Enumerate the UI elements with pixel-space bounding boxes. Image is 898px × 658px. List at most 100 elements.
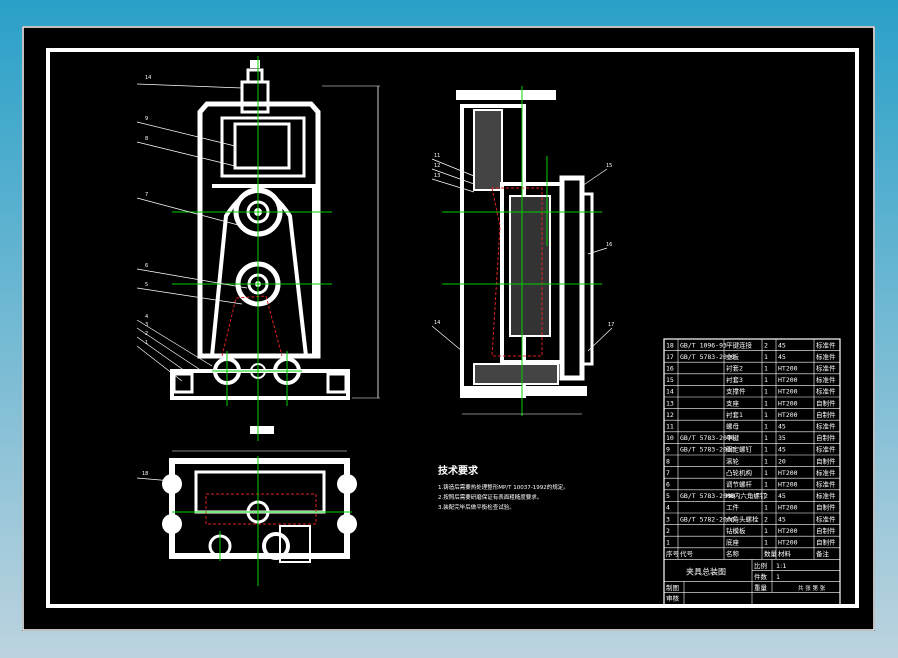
bom-cell: 标准件 [816,445,836,454]
side-view: 11 12 13 15 16 14 17 [431,86,614,416]
tech-item-1: 1.铸造后需要热处理整形MP/T 10037-1992的规定。 [438,483,569,491]
bom-cell: HT200 [778,539,798,547]
bom-cell: 7 [666,469,670,477]
bom-cell: 标准件 [816,352,836,361]
bom-cell: 凸轮机构 [726,468,753,477]
bom-cell: 12 [666,411,674,419]
bom-header-cell: 材料 [778,549,792,558]
sheet-info: 共 张 第 张 [798,584,826,592]
bom-cell: 平键 [726,433,740,442]
bom-cell: HT200 [778,376,798,384]
bom-header-cell: 备注 [816,549,830,558]
callout-front-3: 8 [145,136,148,142]
bom-cell: 1 [764,469,768,477]
bom-cell: 1 [764,376,768,384]
bom-cell: 钻模板 [726,526,746,535]
bom-cell: 标准件 [816,480,836,489]
tech-item-2: 2.按照后需要研磨保证有表面粗糙度要求。 [438,493,542,501]
callout-front-6: 5 [145,282,148,288]
bom-cell: 标准件 [816,340,836,349]
cad-drawing: 14 9 8 7 6 5 4 3 2 1 11 12 [22,26,875,631]
bom-cell: HT200 [778,399,798,407]
bom-cell: 1 [764,434,768,442]
bom-cell: 45 [778,341,786,349]
bom-cell: 标准件 [816,468,836,477]
bom-cell: 自制件 [816,503,836,512]
bom-cell: 螺母 [726,422,740,431]
callout-top-1: 18 [142,471,148,477]
callout-front-7: 4 [145,314,148,320]
bom-cell: 1 [764,353,768,361]
bom-header-cell: 序号 [666,549,680,558]
inner-frame [46,48,859,608]
bom-cell: 2 [764,492,768,500]
bom-cell: 1 [764,481,768,489]
bom-cell: 1 [764,446,768,454]
tech-item-3: 3.装配完毕后做平衡检查试验。 [438,503,515,511]
bom-cell: 标准件 [816,491,836,500]
bom-cell: 2 [666,527,670,535]
bom-cell: 35 [778,434,786,442]
drawn-label: 制图 [666,583,679,592]
callout-front-8: 3 [145,322,148,328]
bom-cell: 自制件 [816,456,836,465]
bom-cell: 立板 [726,352,740,361]
bom-header-cell: 数量 [764,549,778,558]
callout-side-4: 15 [606,163,612,169]
bom-cell: 1 [764,423,768,431]
bom-cell: 调节螺杆 [726,480,753,489]
bom-cell: HT200 [778,365,798,373]
scale-value: 1:1 [776,562,786,570]
bom-cell: 自制件 [816,398,836,407]
bom-cell: 平键连接 [726,340,753,349]
weight-label: 重量 [754,584,768,592]
bom-cell: 标准件 [816,387,836,396]
front-view: 14 9 8 7 6 5 4 3 2 1 [136,56,380,441]
bom-cell: GB/T 5783-2000 [680,434,735,442]
bom-cell: M8内六角螺钉 [726,491,767,500]
bom-cell: HT200 [778,469,798,477]
bom-cell: 1 [764,539,768,547]
bom-cell: 六角头螺栓 [726,514,759,523]
bom-cell: 45 [778,446,786,454]
bom-cell: HT200 [778,411,798,419]
bom-cell: 45 [778,492,786,500]
count-label: 件数 [754,572,768,581]
count-value: 1 [776,573,780,581]
bom-cell: 5 [666,492,670,500]
bom-cell: 标准件 [816,364,836,373]
bom-cell: 1 [764,527,768,535]
bom-cell: 1 [764,411,768,419]
outer-frame [22,26,875,631]
bom-cell: 工件 [726,503,740,512]
bom-cell: 11 [666,423,674,431]
bom-cell: 标准件 [816,375,836,384]
bom-header-cell: 名称 [726,549,740,558]
callout-front-5: 6 [145,263,148,269]
bom-cell: 滚轮 [726,456,740,465]
bom-cell: 13 [666,399,674,407]
bom-cell: 6 [666,481,670,489]
bom-cell: GB/T 1096-93 [680,341,727,349]
callout-front-4: 7 [145,192,148,198]
bom-cell: GB/T 5783-2000 [680,492,735,500]
top-view: 18 [136,450,357,586]
bom-cell: 自制件 [816,410,836,419]
scale-label: 比例 [754,561,767,570]
bom-cell: 45 [778,353,786,361]
bom-cell: 10 [666,434,674,442]
bom-cell: 9 [666,446,670,454]
bom-cell: 支座 [726,398,740,407]
callout-side-1: 11 [434,153,440,159]
callout-side-7: 17 [608,322,614,328]
bom-header-cell: 代号 [680,549,694,558]
drawing-name: 夹具总装图 [686,566,726,576]
bom-cell: 17 [666,353,674,361]
bom-cell: 1 [764,399,768,407]
bom-cell: 2 [764,515,768,523]
callout-front-1: 14 [145,75,151,81]
bom-cell: GB/T 5783-2000 [680,446,735,454]
bom-cell: 衬套3 [726,375,743,384]
callout-side-2: 12 [434,163,440,169]
bom-cell: HT200 [778,481,798,489]
